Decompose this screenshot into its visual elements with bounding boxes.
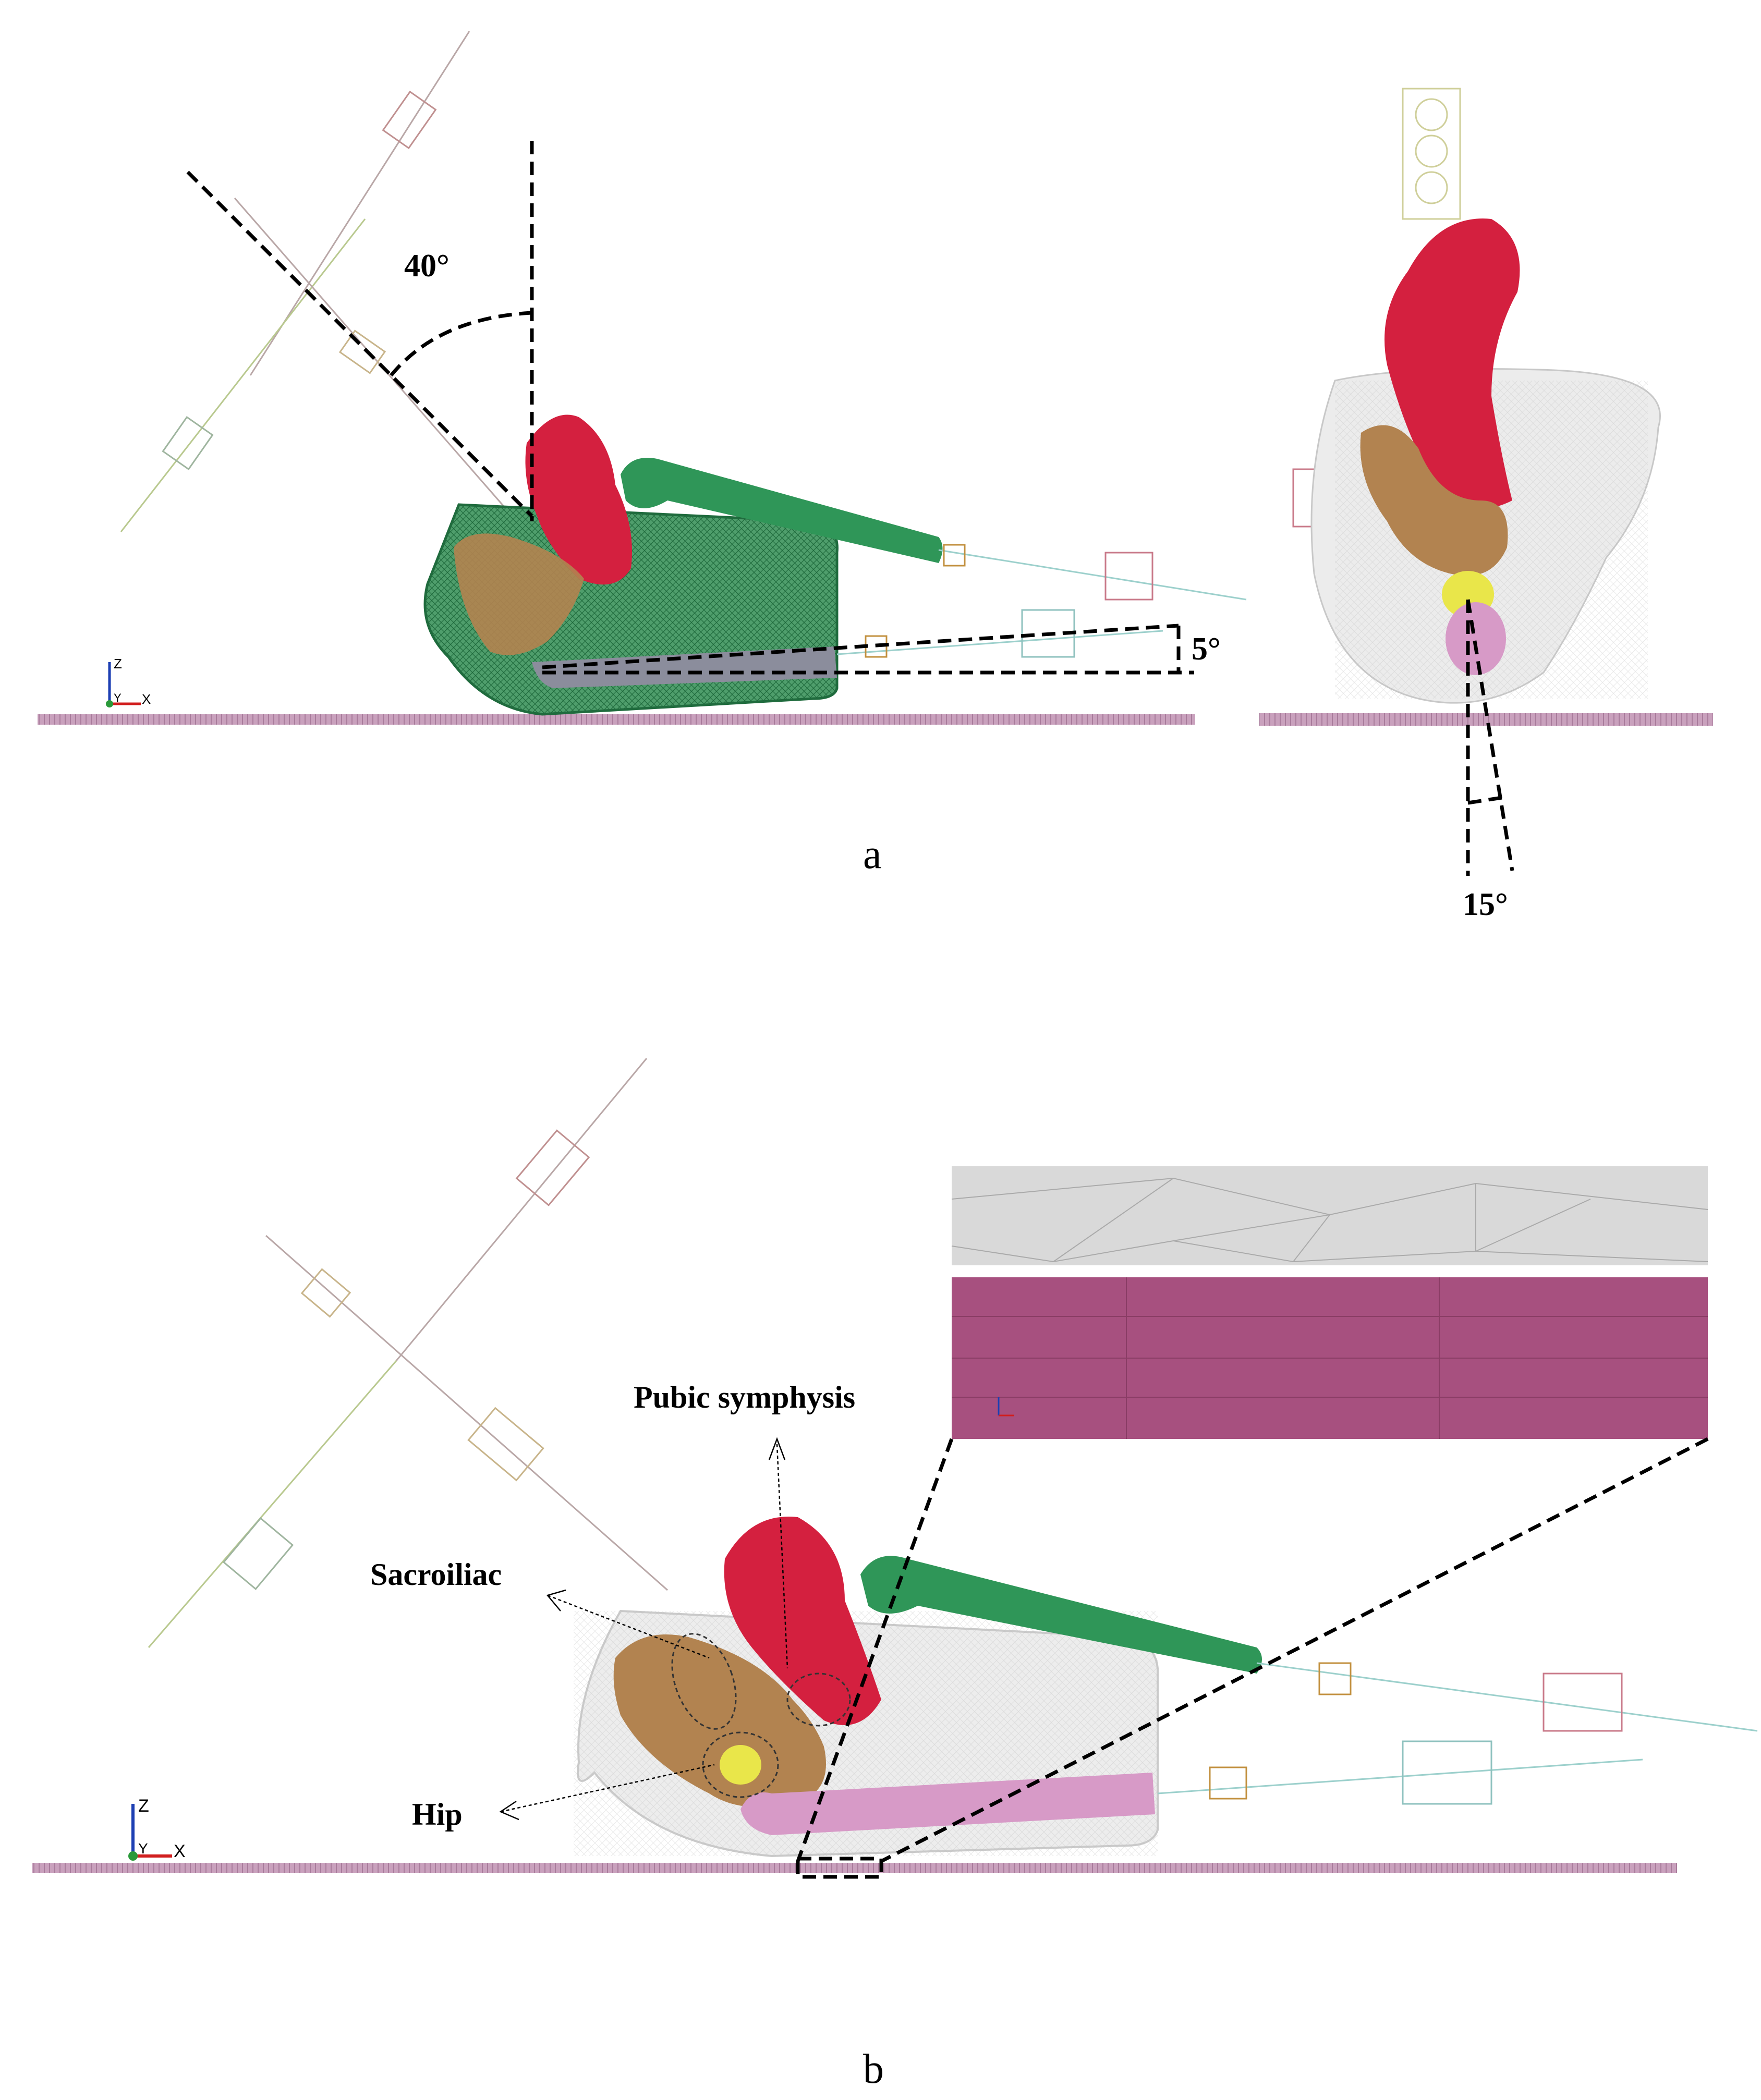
zoom-leader-right [880, 1437, 1709, 1863]
leg-spring-lines [836, 544, 1247, 658]
angle-40-arc [390, 311, 532, 377]
zoom-leader-left [796, 1438, 954, 1862]
axis-triad-a: Z Y X [106, 656, 151, 707]
front-femur-pink [1446, 602, 1506, 675]
zoom-axis-triad [998, 1397, 1014, 1417]
trunk-angle-line [186, 170, 533, 518]
ilium-red-b [724, 1517, 881, 1725]
sacroiliac-label: Sacroiliac [370, 1557, 502, 1592]
trunk-spring-lines-b [148, 1058, 668, 1648]
panel-a-side-view: 40° 5° Z Y X [38, 31, 1247, 725]
panel-b-side-view: Pubic symphysis Sacroiliac Hip [32, 1058, 1758, 1879]
zoom-inset [796, 1166, 1709, 1879]
axis-x-label-a: X [142, 691, 151, 707]
front-sacrum-brown [1360, 425, 1508, 576]
zoom-source-box [796, 1857, 883, 1879]
leg-tilt-line [542, 624, 1179, 669]
zoom-pad-grid [952, 1277, 1708, 1439]
angle-40-label: 40° [404, 248, 450, 284]
angle-5-label: 5° [1192, 631, 1221, 667]
floor-plate [38, 714, 1195, 725]
axis-y-label-b: Y [138, 1840, 148, 1857]
panel-a-front-view: 15° [1259, 88, 1713, 922]
axis-y-label-a: Y [114, 691, 122, 704]
hip-joint-circle [702, 1731, 779, 1798]
sacroiliac-joint-circle [671, 1633, 737, 1730]
front-ilium-red [1384, 218, 1520, 509]
femur-lower-grey [532, 646, 837, 688]
angle-15-label: 15° [1463, 887, 1508, 922]
hip-label: Hip [412, 1797, 463, 1832]
pubic-symphysis-circle [786, 1672, 851, 1727]
ilium-red [525, 414, 632, 585]
leg-spring-lines-b [1157, 1662, 1758, 1805]
panel-b-caption: b [863, 2046, 884, 2092]
acetabulum-yellow-b [720, 1745, 761, 1785]
zoom-soft-tissue [952, 1166, 1708, 1265]
axis-z-label-b: Z [138, 1796, 149, 1816]
pubic-symphysis-label: Pubic symphysis [634, 1380, 855, 1414]
zoom-mesh-lines [951, 1177, 1708, 1263]
femur-green-b [860, 1556, 1262, 1674]
trunk-spring-lines [120, 31, 523, 532]
femur-green [621, 458, 943, 563]
sacrum-brown [454, 533, 584, 655]
axis-x-label-b: X [174, 1841, 186, 1861]
axis-triad-b: Z Y X [128, 1796, 186, 1861]
front-tilt-line [1466, 599, 1514, 871]
sacrum-brown-b [613, 1634, 826, 1808]
floor-plate-b [32, 1863, 1677, 1873]
annotation-arrows [499, 1437, 788, 1821]
front-angle-arc [1467, 796, 1502, 805]
axis-z-label-a: Z [114, 656, 122, 671]
panel-a-caption: a [863, 832, 882, 877]
femur-pink-b [740, 1773, 1155, 1835]
